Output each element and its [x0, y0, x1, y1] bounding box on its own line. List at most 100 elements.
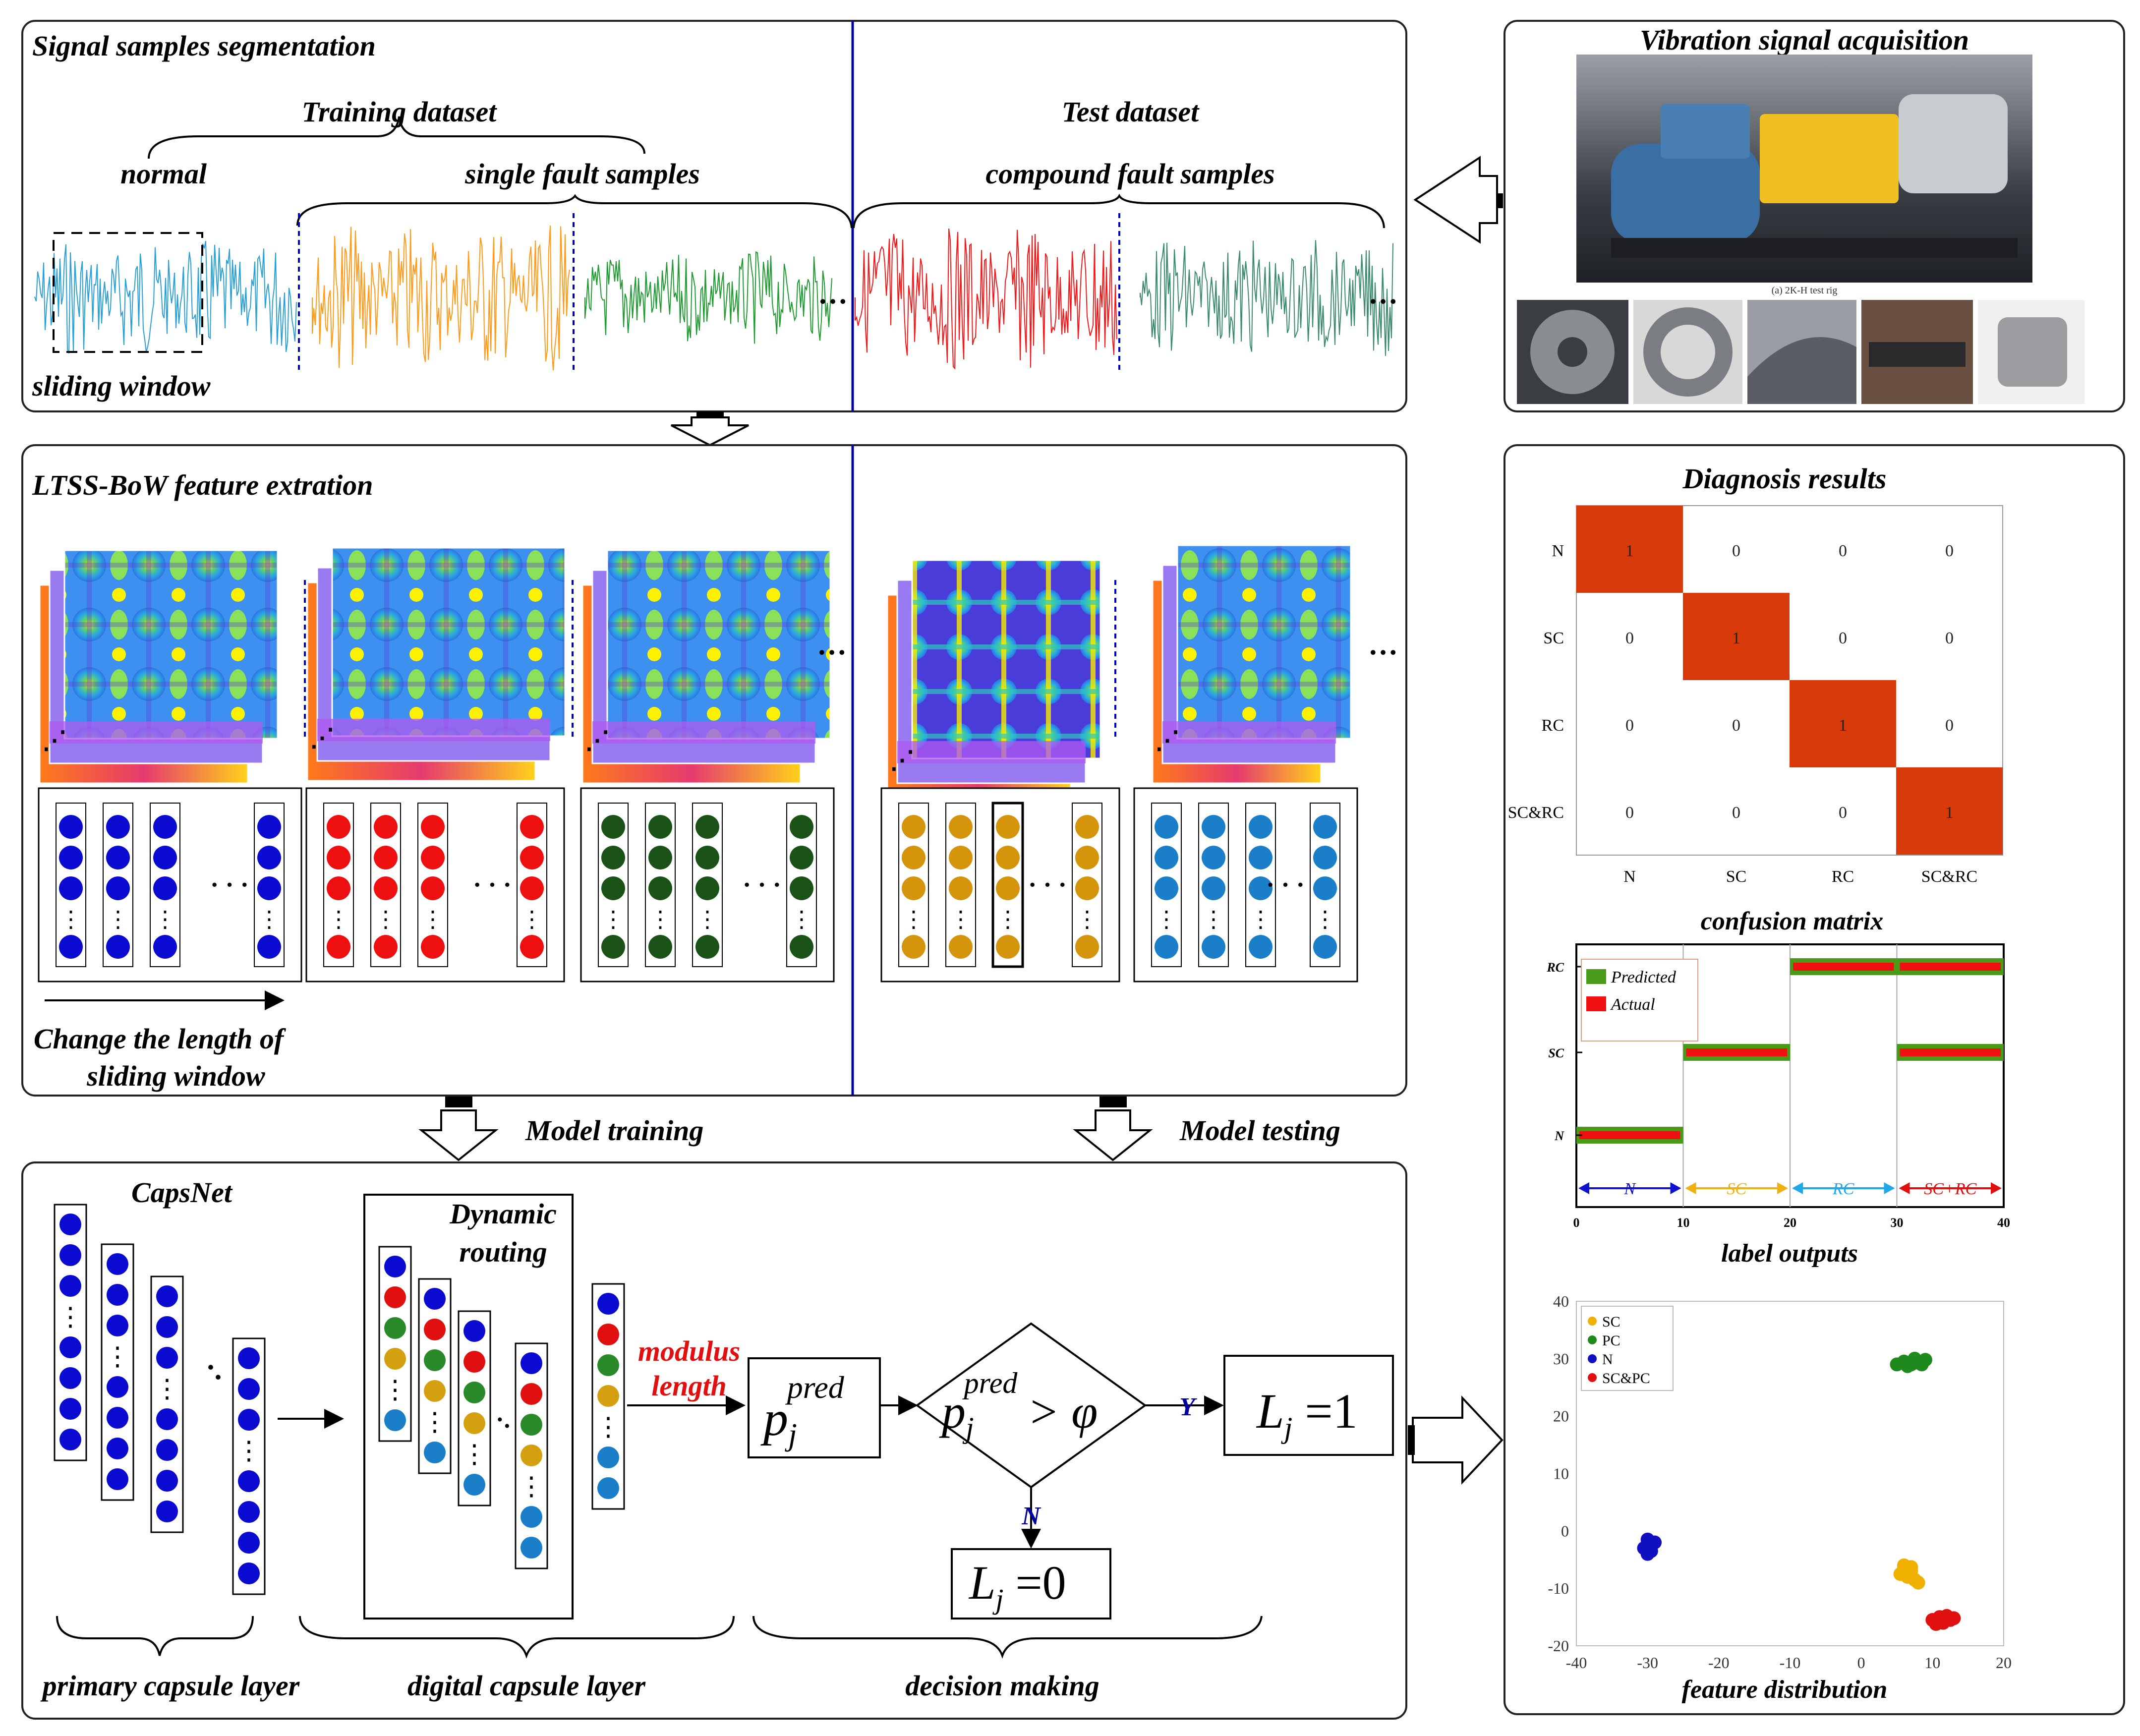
- scatter-x-tick: -20: [1708, 1654, 1730, 1672]
- capsule-dot: [1202, 876, 1225, 900]
- confusion-value-2-0: 0: [1625, 716, 1634, 735]
- capsule-dot: [949, 876, 973, 900]
- capsule-dot: [421, 846, 445, 869]
- scatter-y-tick: 0: [1561, 1522, 1569, 1540]
- capsule-dot: [327, 815, 350, 839]
- rig-caption: (a) 2K-H test rig: [1772, 285, 1838, 296]
- svg-text:· · ·: · · ·: [1028, 871, 1067, 899]
- capsnet-title: CapsNet: [131, 1176, 233, 1209]
- svg-text:⋮: ⋮: [382, 1376, 408, 1404]
- capsule-dot: [996, 815, 1020, 839]
- confusion-row-label-1: SC: [1543, 629, 1564, 647]
- normal-label: normal: [120, 158, 207, 190]
- region-label-3: SC+RC: [1924, 1180, 1976, 1198]
- capsule-dot: [1313, 935, 1337, 959]
- capsule-dot: [790, 815, 813, 839]
- training-brace: [148, 116, 645, 159]
- capsule-dot: [1155, 876, 1178, 900]
- confusion-row-label-3: SC&RC: [1508, 804, 1564, 822]
- svg-text:⋮: ⋮: [519, 1473, 544, 1501]
- gearbox-shape: [1760, 114, 1899, 203]
- svg-text:· · ·: · · ·: [743, 871, 781, 899]
- single-fault-brace: [296, 194, 853, 229]
- digital-capsule-label: digital capsule layer: [407, 1670, 645, 1702]
- capsule-dot: [106, 846, 130, 869]
- confusion-value-2-3: 0: [1945, 716, 1954, 735]
- capsule-columns: ⋮⋮⋮⋮⋮⋮⋮⋮⋮·.: [54, 1204, 625, 1595]
- scatter-point-3-7: [1932, 1615, 1947, 1629]
- capsule-dot: [520, 876, 544, 900]
- svg-text:⋮: ⋮: [1076, 907, 1099, 932]
- capsule-dot: [421, 935, 445, 959]
- bow-vector-groups: ⋮⋮⋮⋮· · ·⋮⋮⋮⋮· · ·⋮⋮⋮⋮· · ·⋮⋮⋮⋮· · ·⋮⋮⋮⋮…: [38, 787, 1358, 983]
- svg-text:⋮: ⋮: [105, 1343, 130, 1371]
- svg-text:⋰: ⋰: [585, 726, 610, 754]
- confusion-value-3-1: 0: [1732, 804, 1740, 822]
- svg-text:·.: ·.: [496, 1405, 510, 1433]
- scatter-legend-2: N: [1602, 1351, 1613, 1368]
- capsule-dot: [695, 815, 719, 839]
- svg-text:⋮: ⋮: [902, 907, 925, 932]
- capsule-dot: [648, 876, 672, 900]
- capsule-dot: [520, 846, 544, 869]
- capsule-dot: [257, 846, 281, 869]
- capsule-dot: [648, 815, 672, 839]
- model-testing-label: Model testing: [1179, 1114, 1340, 1147]
- features-panel: LTSS-BoW feature extration ⋰⋰⋰⋰⋰ … … ⋮⋮⋮…: [21, 444, 1407, 1097]
- primary-capsule-4: ⋮: [232, 1337, 266, 1595]
- change-window-label-2: sliding window: [86, 1060, 265, 1092]
- scatter-x-tick: 0: [1857, 1654, 1865, 1672]
- svg-text:⋰: ⋰: [1155, 726, 1180, 754]
- arrow-segmentation-to-features: [671, 411, 749, 447]
- scatter-point-2-6: [1640, 1536, 1655, 1551]
- capsule-dot: [520, 815, 544, 839]
- heatmap-stack-5: ⋰: [1152, 544, 1352, 784]
- capsule-dot: [1155, 846, 1178, 869]
- features-title: LTSS-BoW feature extration: [32, 469, 373, 501]
- confusion-cell-2-2: [1790, 680, 1896, 767]
- output-zero-box: [951, 1548, 1111, 1620]
- capsule-dot: [327, 876, 350, 900]
- svg-text:⋮: ⋮: [1249, 907, 1272, 932]
- arrow-model-testing: [1073, 1097, 1153, 1161]
- scatter-y-tick: 10: [1553, 1465, 1569, 1483]
- scatter-point-0-5: [1911, 1575, 1925, 1590]
- capsule-dot: [1313, 876, 1337, 900]
- confusion-value-0-1: 0: [1732, 542, 1740, 560]
- capsule-dot: [1202, 815, 1225, 839]
- region-label-1: SC: [1727, 1180, 1746, 1198]
- signal-trace-1: [34, 240, 297, 354]
- capsule-dot: [374, 876, 398, 900]
- capsule-dot: [327, 846, 350, 869]
- capsule-dot: [153, 846, 177, 869]
- svg-text:⋰: ⋰: [42, 726, 67, 754]
- svg-text:⋮: ⋮: [696, 907, 719, 932]
- capsule-dot: [106, 815, 130, 839]
- capsule-dot: [59, 846, 83, 869]
- scatter-x-tick: -40: [1566, 1654, 1587, 1672]
- scatter-y-tick: 40: [1553, 1292, 1569, 1310]
- svg-text:…: …: [1368, 628, 1398, 661]
- capsule-dot: [1075, 876, 1099, 900]
- primary-capsule-3: ⋮: [150, 1275, 184, 1533]
- capsule-dot: [421, 876, 445, 900]
- heatmap-stack-1: ⋰: [39, 549, 279, 784]
- svg-text:⋮: ⋮: [374, 907, 397, 932]
- sliding-window-label: sliding window: [32, 370, 211, 402]
- bow-group-5: ⋮⋮⋮⋮· · ·: [1133, 787, 1358, 983]
- compound-fault-brace: [853, 193, 1385, 229]
- signal-trace-3: [584, 251, 832, 344]
- label-x-tick-1: 10: [1677, 1215, 1690, 1230]
- svg-text:⋮: ⋮: [1155, 907, 1178, 932]
- ltss-heatmaps: ⋰⋰⋰⋰⋰: [39, 544, 1352, 804]
- svg-text:· · ·: · · ·: [210, 871, 249, 899]
- capsule-dot: [257, 876, 281, 900]
- heatmap-stack-4: ⋰: [886, 559, 1101, 804]
- digital-capsule-2: ⋮: [418, 1278, 452, 1474]
- bow-group-4: ⋮⋮⋮⋮· · ·: [880, 787, 1120, 983]
- svg-text:· · ·: · · ·: [473, 871, 512, 899]
- capsule-dot: [601, 935, 625, 959]
- capsule-dot: [1313, 846, 1337, 869]
- digital-capsule-1: ⋮: [378, 1246, 412, 1442]
